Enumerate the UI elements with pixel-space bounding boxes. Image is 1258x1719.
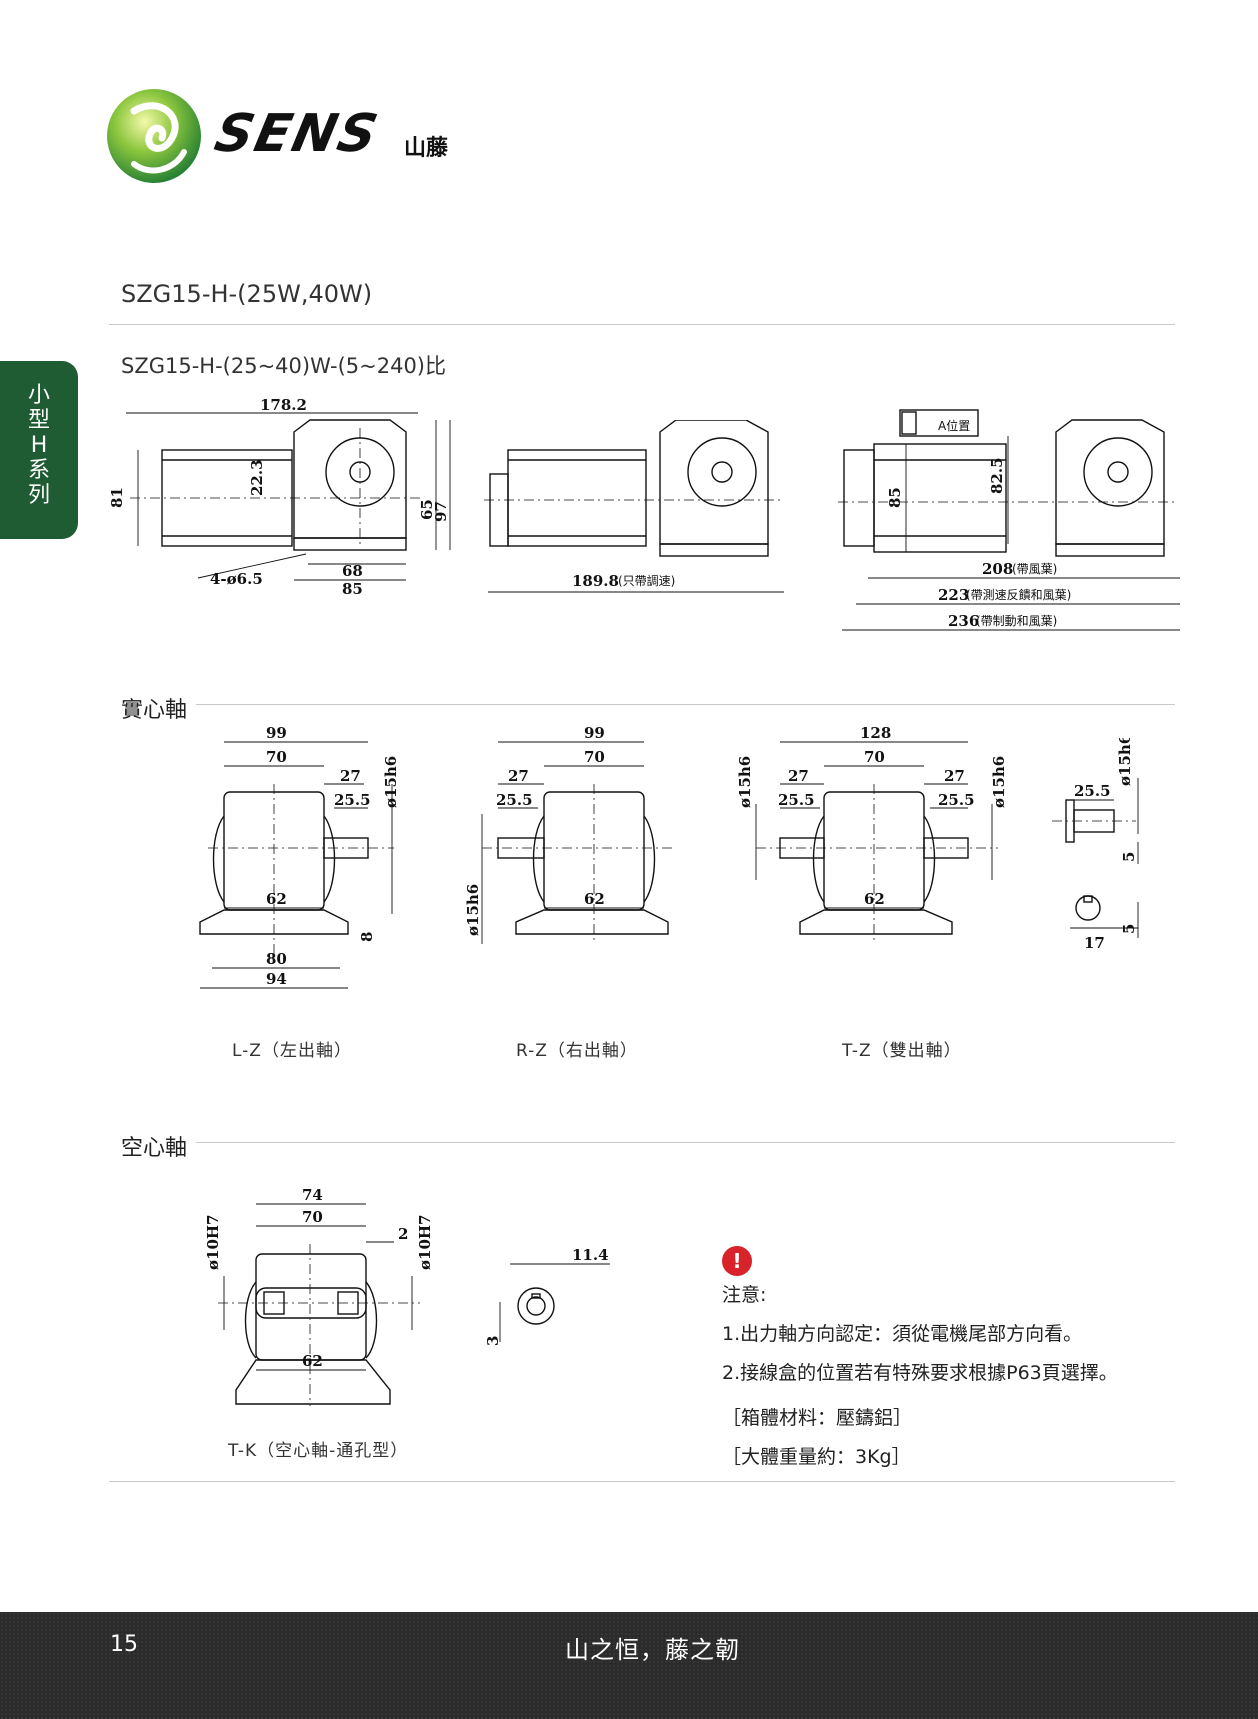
title-divider	[109, 324, 1175, 325]
drawing-base-motor: 178.2 81 22.3 65 97 4-ø6.5 68 85	[110, 398, 480, 608]
note-line-2: 2.接線盒的位置若有特殊要求根據P63頁選擇。	[722, 1362, 1118, 1384]
side-tab-char: 小	[27, 383, 50, 408]
section-hollow-divider	[196, 1142, 1175, 1143]
dim-lz-base-holes: 80	[266, 950, 287, 968]
dim-tz-body: 70	[864, 748, 885, 766]
dim-tz-center: 62	[864, 890, 885, 908]
dim-tk-center: 62	[302, 1352, 323, 1370]
dim-tz-right-diameter: ø15h6	[990, 756, 1008, 808]
dim-tz-left-diameter: ø15h6	[736, 756, 754, 808]
section-solid-shaft: 實心軸	[121, 698, 188, 723]
section-solid-divider	[196, 704, 1175, 705]
dim-tz-left-key: 25.5	[778, 791, 815, 809]
page-number: 15	[110, 1632, 138, 1657]
note-material: ［箱體材料：壓鑄鋁］	[722, 1407, 913, 1429]
dim-length-feedback: 223	[938, 586, 969, 604]
dim-base-outer: 85	[342, 580, 363, 598]
dim-overall-length: 178.2	[260, 398, 307, 414]
notes-panel: ! 注意: 1.出力軸方向認定：須從電機尾部方向看。 2.接線盒的位置若有特殊要…	[722, 1246, 1182, 1469]
notes-title: 注意:	[722, 1284, 767, 1306]
note-weight: ［大體重量約：3Kg］	[722, 1446, 911, 1468]
dim-length-speed-control: 189.8	[572, 572, 619, 590]
drawing-lz: 99 70 27 25.5 ø15h6 62 8 80 94	[194, 724, 414, 1000]
dim-lz-center: 62	[266, 890, 287, 908]
brand-globe-icon	[107, 89, 201, 183]
dim-lz-shaft: 27	[340, 767, 361, 785]
dim-tk-overall: 74	[302, 1186, 323, 1204]
drawing-rz: 99 70 27 25.5 ø15h6 62	[462, 724, 682, 954]
drawing-tz: 128 70 27 25.5 27 25.5 ø15h6 ø15h6 62	[732, 724, 1012, 954]
dim-rz-center: 62	[584, 890, 605, 908]
dim-shaft-key-depth: 5	[1120, 852, 1138, 862]
dim-lz-shaft-diameter: ø15h6	[382, 756, 400, 808]
dim-tz-overall: 128	[860, 724, 891, 742]
footer-bar	[0, 1612, 1258, 1719]
dim-base-inner: 68	[342, 562, 363, 580]
dim-mount-holes: 4-ø6.5	[210, 570, 263, 588]
dim-note-brake: (帶制動和風葉)	[976, 614, 1057, 628]
drawing-shaft-detail: 25.5 ø15h6 5 17 5	[1050, 738, 1180, 958]
dim-shaft-diameter: ø15h6	[1116, 738, 1134, 786]
brand-chinese-name: 山藤	[404, 136, 449, 161]
caption-lz: L-Z（左出軸）	[232, 1041, 352, 1061]
dim-fan-motor-height: 85	[886, 487, 904, 508]
caption-tk: T-K（空心軸-通孔型）	[228, 1441, 409, 1461]
dim-terminal-height: 82.5	[988, 457, 1006, 494]
dim-total-height: 97	[432, 501, 450, 522]
series-side-tab: 小 型 H 系 列	[0, 361, 78, 539]
drawing-fan-brake-motor: A位置 85 82.5 208 (帶風葉) 223 (帶測速反饋和風葉) 236…	[838, 408, 1188, 648]
dim-shaft-offset: 22.3	[248, 459, 266, 496]
side-tab-char: 列	[27, 483, 50, 508]
page-title: SZG15-H-(25W,40W)	[121, 280, 373, 308]
dim-tz-right-shaft: 27	[944, 767, 965, 785]
dim-length-brake: 236	[948, 612, 979, 630]
note-line-1: 1.出力軸方向認定：須從電機尾部方向看。	[722, 1323, 1083, 1345]
dim-motor-height: 81	[110, 487, 126, 508]
dim-rz-body: 70	[584, 748, 605, 766]
dim-note-speed-control: (只帶調速)	[618, 574, 675, 588]
dim-lz-base-thickness: 8	[358, 932, 376, 942]
drawing-speed-control-motor: 189.8 (只帶調速)	[484, 420, 794, 600]
side-tab-char: H	[30, 433, 48, 458]
dim-tz-left-shaft: 27	[788, 767, 809, 785]
a-position-label: A位置	[938, 418, 970, 433]
footer-slogan: 山之恒，藤之韌	[565, 1636, 740, 1664]
dim-rz-shaft: 27	[508, 767, 529, 785]
side-tab-char: 系	[27, 458, 50, 483]
dim-note-fan: (帶風葉)	[1012, 562, 1057, 576]
dim-shaft-key-width: 17	[1084, 934, 1105, 952]
dim-tk-right-bore: ø10H7	[416, 1215, 434, 1271]
drawing-tk: 74 70 2 ø10H7 ø10H7 62	[194, 1180, 444, 1410]
dim-rz-shaft-diameter: ø15h6	[464, 884, 482, 936]
dim-tk-left-bore: ø10H7	[204, 1215, 222, 1271]
dim-bore-key-width: 11.4	[572, 1246, 609, 1264]
dim-tz-right-key: 25.5	[938, 791, 975, 809]
drawing-bore-detail: 11.4 3	[486, 1242, 616, 1362]
dim-lz-base-width: 94	[266, 970, 287, 988]
dim-tk-gap: 2	[398, 1225, 408, 1243]
dim-tk-body: 70	[302, 1208, 323, 1226]
caption-rz: R-Z（右出軸）	[516, 1041, 638, 1061]
dim-lz-overall: 99	[266, 724, 287, 742]
brand-logo: SENS 山藤	[104, 86, 484, 186]
warning-icon: !	[722, 1246, 752, 1276]
dim-lz-key: 25.5	[334, 791, 371, 809]
model-subtitle: SZG15-H-(25~40)W-(5~240)比	[121, 354, 446, 378]
brand-wordmark: SENS	[209, 104, 385, 164]
section-hollow-shaft: 空心軸	[121, 1136, 188, 1161]
dim-bore-key-depth: 3	[486, 1336, 502, 1346]
side-tab-char: 型	[27, 408, 50, 433]
dim-length-fan: 208	[982, 560, 1013, 578]
dim-rz-key: 25.5	[496, 791, 533, 809]
dim-note-feedback: (帶測速反饋和風葉)	[966, 587, 1071, 602]
dim-shaft-key-depth-2: 5	[1120, 924, 1138, 934]
dim-shaft-length: 25.5	[1074, 782, 1111, 800]
bottom-divider	[109, 1481, 1175, 1482]
dim-rz-overall: 99	[584, 724, 605, 742]
dim-lz-body: 70	[266, 748, 287, 766]
dim-center-height: 65	[418, 499, 436, 520]
caption-tz: T-Z（雙出軸）	[842, 1041, 962, 1061]
